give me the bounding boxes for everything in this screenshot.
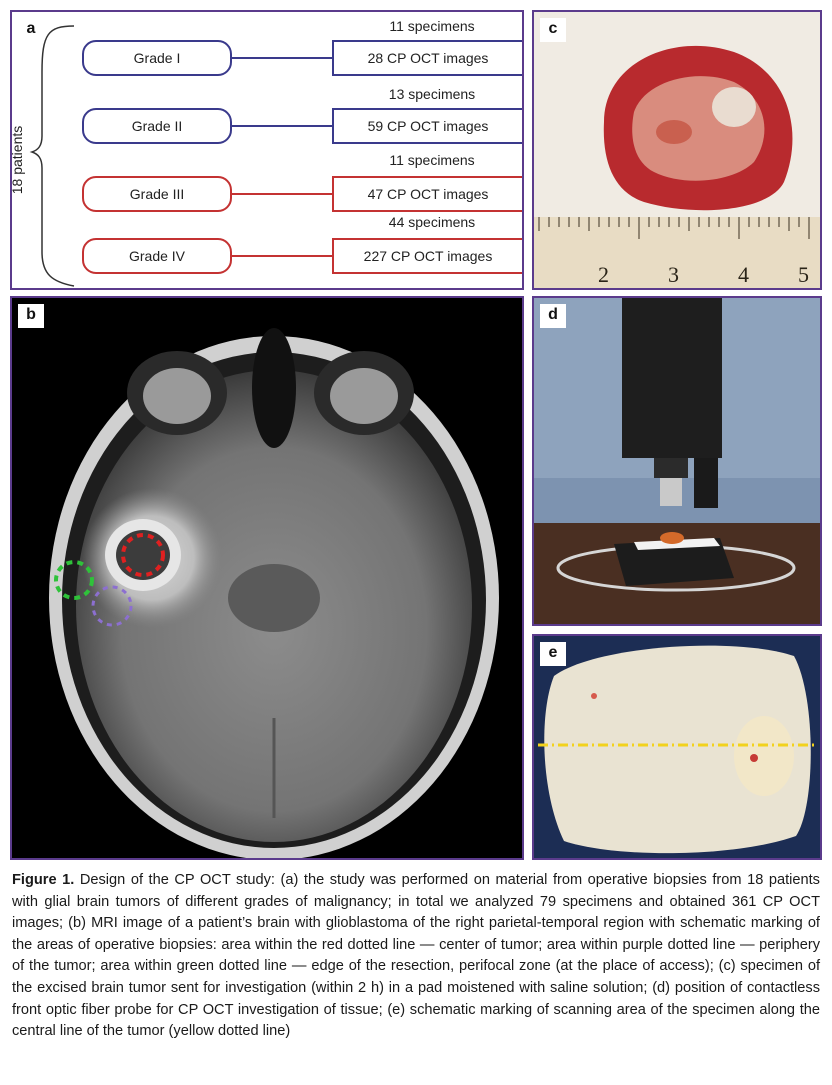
grade-1-connector <box>232 57 332 59</box>
mri-brain-image <box>12 298 522 858</box>
panel-b-mri: b <box>10 296 524 860</box>
grade-1-box: Grade I <box>82 40 232 76</box>
grade-3-box: Grade III <box>82 176 232 212</box>
patients-brace <box>29 25 75 287</box>
panel-a-label: a <box>18 18 44 42</box>
panel-a-study-design: a 18 patients 11 specimens Grade I 28 CP… <box>10 10 524 290</box>
ruler-number-3: 3 <box>668 262 679 287</box>
panel-c-specimen-photo: c 2 3 4 5 <box>532 10 822 290</box>
ruler-number-4: 4 <box>738 262 749 287</box>
specimen-scan-image <box>534 636 820 858</box>
panel-d-probe-photo: d <box>532 296 822 626</box>
grade-3-images: 47 CP OCT images <box>332 176 522 212</box>
patients-count-label: 18 patients <box>10 125 25 195</box>
tumor-specimen-image <box>534 12 820 288</box>
ruler-ticks <box>538 217 810 239</box>
figure-label: Figure 1. <box>12 872 75 888</box>
grade-2-images: 59 CP OCT images <box>332 108 522 144</box>
grade-3-specimens: 11 specimens <box>389 152 475 168</box>
grade-2-box: Grade II <box>82 108 232 144</box>
grade-4-specimens: 44 specimens <box>388 214 476 230</box>
oct-probe-image <box>534 298 820 624</box>
ruler-number-2: 2 <box>598 262 609 287</box>
panel-e-scan-marking: e <box>532 634 822 860</box>
grade-4-box: Grade IV <box>82 238 232 274</box>
ruler-number-5: 5 <box>798 262 809 287</box>
panel-c-label: c <box>540 18 566 42</box>
grade-1-images: 28 CP OCT images <box>332 40 522 76</box>
panel-d-label: d <box>540 304 566 328</box>
grade-2-specimens: 13 specimens <box>388 86 476 102</box>
caption-text: Design of the CP OCT study: (a) the stud… <box>12 872 820 1040</box>
grade-3-connector <box>232 193 332 195</box>
panel-b-label: b <box>18 304 44 328</box>
figure-caption: Figure 1. Design of the CP OCT study: (a… <box>12 870 820 1043</box>
grade-4-images: 227 CP OCT images <box>332 238 522 274</box>
grade-2-connector <box>232 125 332 127</box>
grade-1-specimens: 11 specimens <box>389 18 475 34</box>
grade-4-connector <box>232 255 332 257</box>
panel-e-label: e <box>540 642 566 666</box>
